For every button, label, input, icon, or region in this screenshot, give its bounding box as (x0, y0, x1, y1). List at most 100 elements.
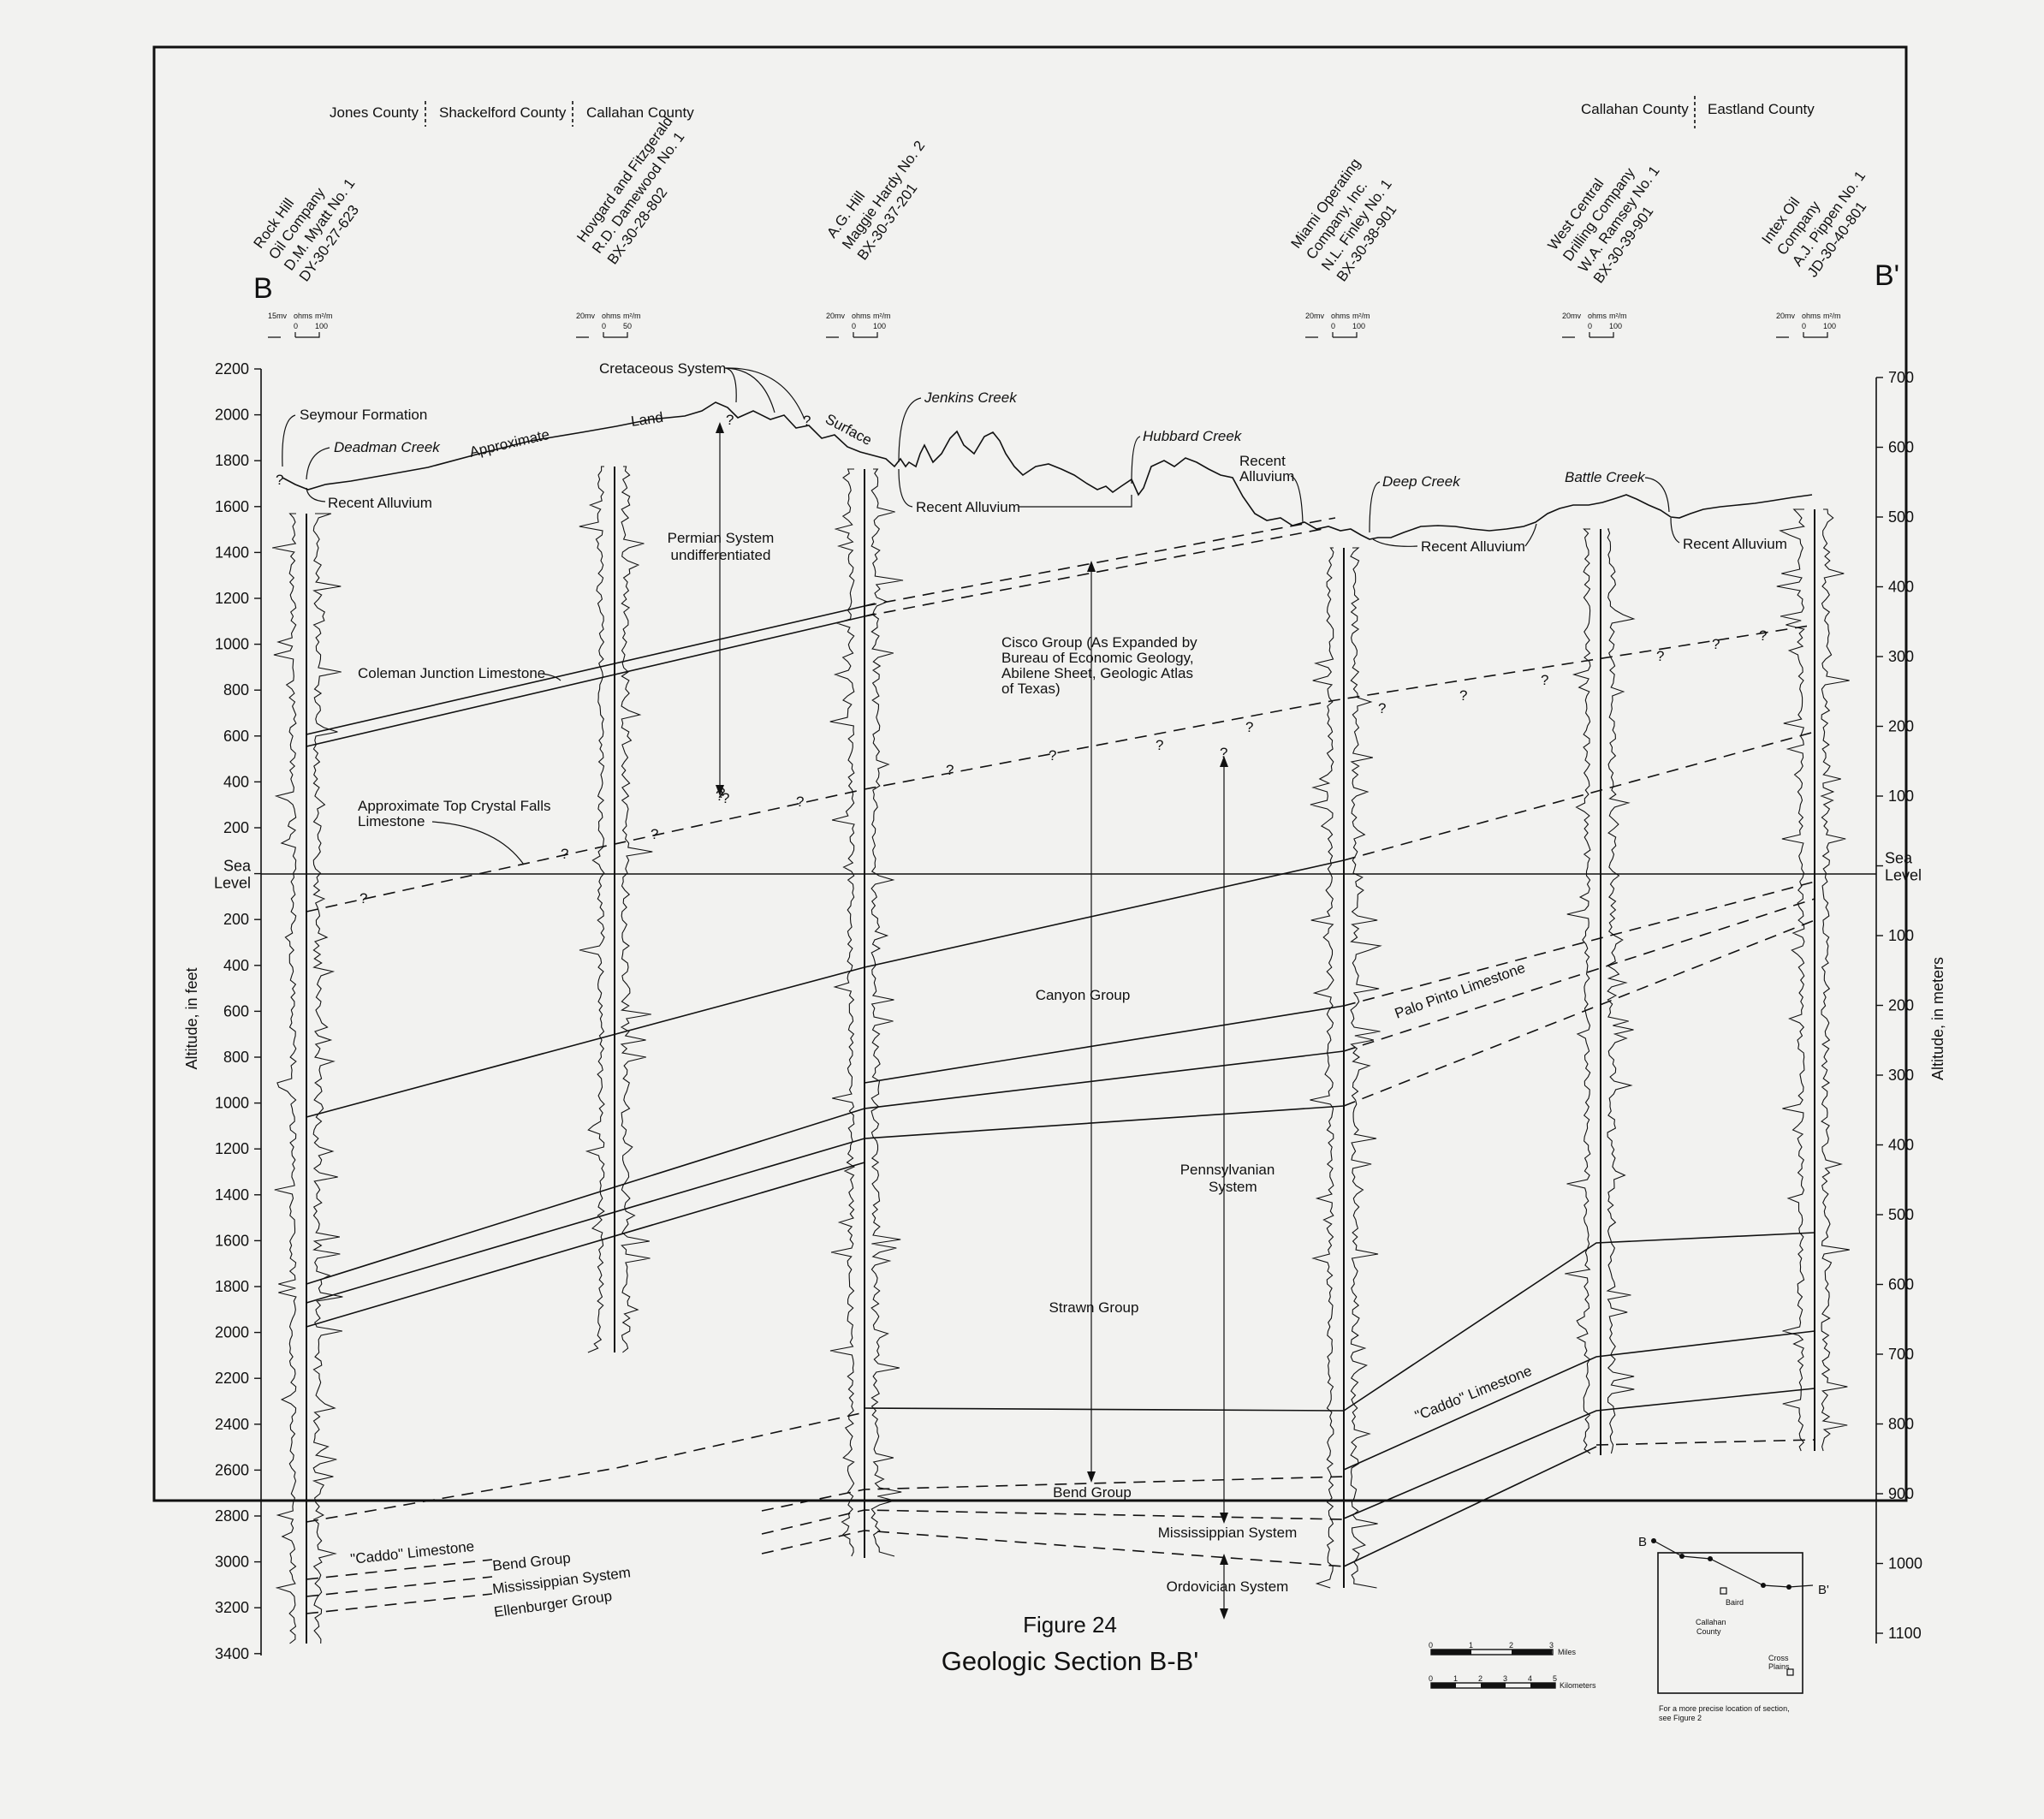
label-hubbard-creek: Hubbard Creek (1143, 428, 1243, 444)
county-callahan-right: Callahan County (1581, 101, 1689, 117)
miles-unit: Miles (1558, 1648, 1577, 1656)
right-axis-tick-label: 500 (1888, 508, 1914, 526)
svg-text:20mv: 20mv (576, 312, 596, 320)
label-permian-1: Permian System (668, 530, 775, 546)
left-axis-tick-label: 600 (223, 1002, 249, 1019)
label-strawn-group: Strawn Group (1049, 1299, 1139, 1316)
left-axis-tick-label: 3200 (215, 1599, 249, 1616)
figure-number: Figure 24 (1023, 1612, 1117, 1638)
left-axis-tick-label: 800 (223, 681, 249, 698)
right-axis-tick-label: 1000 (1888, 1555, 1922, 1572)
question-mark: ? (946, 762, 954, 778)
inset-note-1: For a more precise location of section, (1659, 1704, 1790, 1713)
svg-text:100: 100 (315, 322, 328, 330)
inset-note-2: see Figure 2 (1659, 1714, 1702, 1722)
question-mark: ? (1712, 636, 1720, 652)
right-axis: 700600500400300200100SeaLevel10020030040… (1875, 369, 1922, 1644)
question-mark: ? (722, 790, 729, 806)
inset-baird: Baird (1726, 1598, 1744, 1607)
svg-text:100: 100 (873, 322, 886, 330)
left-axis-tick-label: 3000 (215, 1554, 249, 1571)
left-axis-tick-label: 1800 (215, 1278, 249, 1295)
county-eastland: Eastland County (1708, 101, 1815, 117)
svg-text:0: 0 (1588, 322, 1592, 330)
left-axis-tick-label: 1400 (215, 1186, 249, 1204)
svg-text:15mv: 15mv (268, 312, 288, 320)
label-seymour-formation: Seymour Formation (300, 407, 427, 423)
label-cisco-4: of Texas) (1001, 681, 1061, 697)
right-axis-tick-label: 200 (1888, 718, 1914, 735)
left-axis-tick-label: 200 (223, 911, 249, 928)
left-axis-tick-label: 400 (223, 957, 249, 974)
label-approximate: Approximate (468, 426, 551, 461)
left-axis-tick-label: 600 (223, 728, 249, 745)
county-callahan-left: Callahan County (586, 104, 694, 121)
inset-county-1: Callahan (1696, 1618, 1726, 1626)
left-axis-tick-label: Level (214, 875, 251, 892)
svg-text:ohms: ohms (1802, 312, 1821, 320)
right-axis-tick-label: Sea (1885, 850, 1913, 867)
well-log (1310, 547, 1382, 1589)
label-bend-group-left: Bend Group (491, 1549, 571, 1573)
svg-text:ohms: ohms (1331, 312, 1351, 320)
resistivity-log-trace (1820, 508, 1850, 1452)
scale-bars: 0 1 2 3 Miles 0 1 2 3 4 5 Kilometers (1429, 1641, 1596, 1690)
right-axis-tick-label: 700 (1888, 1346, 1914, 1363)
miles-tick-2: 2 (1509, 1641, 1513, 1650)
left-axis-tick-label: 2000 (215, 1324, 249, 1341)
svg-text:20mv: 20mv (1305, 312, 1325, 320)
left-axis-tick-label: 1400 (215, 544, 249, 561)
question-mark: ? (1245, 719, 1253, 735)
right-axis-tick-label: 600 (1888, 1276, 1914, 1293)
question-mark: ? (1156, 737, 1163, 753)
svg-text:ohms: ohms (1588, 312, 1607, 320)
label-cisco-2: Bureau of Economic Geology, (1001, 650, 1194, 666)
sp-log-trace (1310, 547, 1334, 1589)
svg-text:m²/m: m²/m (1609, 312, 1627, 320)
right-axis-tick-label: 900 (1888, 1485, 1914, 1502)
svg-text:0: 0 (852, 322, 856, 330)
right-axis-tick-label: 200 (1888, 997, 1914, 1014)
label-question-seymour: ? (276, 472, 283, 488)
well-log (1565, 528, 1636, 1455)
label-mississippian-center: Mississippian System (1158, 1525, 1298, 1541)
inset-b: B (1638, 1535, 1647, 1549)
label-recent-alluvium-1: Recent Alluvium (328, 495, 432, 511)
inset-b-prime: B' (1818, 1583, 1829, 1597)
resistivity-log-trace (620, 466, 653, 1353)
question-mark: ? (1378, 700, 1386, 716)
left-axis-tick-label: 1800 (215, 452, 249, 469)
county-jones: Jones County (330, 104, 419, 121)
label-recent-alluvium-4: Recent Alluvium (1683, 536, 1787, 552)
label-crystal-falls-2: Limestone (358, 813, 425, 829)
land-surface-profile (282, 401, 1813, 540)
right-axis-tick-label: Level (1885, 867, 1922, 884)
label-deep-creek: Deep Creek (1382, 473, 1461, 490)
right-axis-tick-label: 1100 (1888, 1625, 1922, 1642)
inset-location-map: B B' Baird Callahan County Cross Plains … (1638, 1535, 1829, 1722)
left-axis-tick-label: 2200 (215, 1370, 249, 1387)
left-axis: 2200200018001600140012001000800600400200… (214, 360, 262, 1662)
right-axis-tick-label: 300 (1888, 1067, 1914, 1084)
right-axis-tick-label: 800 (1888, 1416, 1914, 1433)
label-question-cretaceous-2: ? (803, 413, 811, 429)
svg-text:0: 0 (1802, 322, 1806, 330)
sp-log-trace (579, 466, 605, 1353)
left-axis-label: Altitude, in feet (183, 967, 200, 1069)
label-recent: Recent (1239, 453, 1286, 469)
left-axis-tick-label: 200 (223, 819, 249, 836)
km-tick-3: 3 (1503, 1674, 1507, 1683)
left-axis-tick-label: 1000 (215, 1095, 249, 1112)
county-header-left: Jones County Shackelford County Callahan… (330, 101, 694, 127)
sp-log-trace (1776, 508, 1805, 1452)
inset-cross-1: Cross (1768, 1654, 1789, 1662)
label-cisco-1: Cisco Group (As Expanded by (1001, 634, 1197, 651)
svg-text:100: 100 (1352, 322, 1365, 330)
